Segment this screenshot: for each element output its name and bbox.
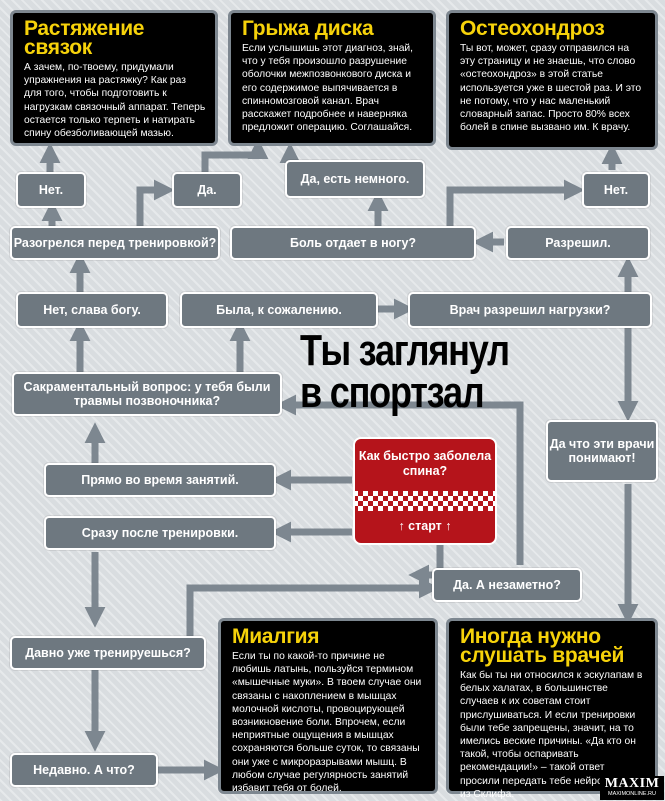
start-label: ↑ старт ↑ (398, 519, 452, 533)
arrow-warmed-to-yes (136, 179, 175, 228)
headline-line-2: в спортзал (300, 368, 485, 417)
info-box-title: Грыжа диска (242, 17, 374, 40)
arrow-unnoticed-to-injury (275, 394, 524, 565)
arrow-leg-to-osteo (446, 179, 585, 228)
node-was-unfortunately: Была, к сожалению. (180, 292, 378, 328)
info-box-text: Ты вот, может, сразу отправился на эту с… (460, 43, 642, 134)
info-box-title: Иногда нужно слушать врачей (460, 625, 625, 667)
info-box-osteochondrosis: Остеохондроз Ты вот, может, сразу отправ… (446, 10, 658, 150)
info-box-sprains: Растяжение связок А зачем, по-твоему, пр… (10, 10, 218, 146)
node-leg-pain: Боль отдает в ногу? (230, 226, 476, 260)
logo-site: MAXIMONLINE.RU (608, 791, 656, 797)
node-after-workout: Сразу после тренировки. (44, 516, 276, 550)
headline: Ты заглянул в спортзал (300, 326, 510, 417)
node-doctors-understand: Да что эти врачи понимают! (546, 420, 658, 482)
node-unnoticed: Да. А незаметно? (432, 568, 582, 602)
node-no-thank-god: Нет, слава богу. (16, 292, 168, 328)
node-injury-question: Сакраментальный вопрос: у тебя были трав… (12, 372, 282, 416)
node-allowed: Разрешил. (506, 226, 650, 260)
headline-line-1: Ты заглянул (300, 326, 510, 375)
node-long-training: Давно уже тренируешься? (10, 636, 206, 670)
checkered-flag-stripe (355, 491, 495, 511)
maxim-logo: MAXIM MAXIMONLINE.RU (600, 776, 664, 800)
node-during-workout: Прямо во время занятий. (44, 463, 276, 497)
node-warmed-up: Разогрелся перед тренировкой? (10, 226, 220, 260)
node-yes-left: Да. (172, 172, 242, 208)
arrow-long-to-unnoticed (186, 577, 440, 652)
node-doctor-allowed: Врач разрешил нагрузки? (408, 292, 652, 328)
info-box-text: Если ты по какой-то причине не любишь ла… (232, 651, 422, 795)
info-box-text: Если услышишь этот диагноз, знай, что у … (242, 43, 414, 134)
info-box-myalgia: Миалгия Если ты по какой-то причине не л… (218, 618, 438, 794)
info-box-title: Остеохондроз (460, 17, 605, 40)
info-box-title: Миалгия (232, 625, 320, 648)
node-yes-some: Да, есть немного. (285, 160, 425, 198)
start-question: Как быстро заболела спина? (358, 449, 492, 478)
node-no-right: Нет. (582, 172, 650, 208)
info-box-hernia: Грыжа диска Если услышишь этот диагноз, … (228, 10, 436, 146)
arrow-yes-to-hernia (201, 138, 269, 172)
node-recently: Недавно. А что? (10, 753, 158, 787)
info-box-title: Растяжение связок (24, 17, 145, 59)
node-no-left: Нет. (16, 172, 86, 208)
info-box-text: Как бы ты ни относился к эскулапам в бел… (460, 670, 643, 800)
info-box-listen-doctors: Иногда нужно слушать врачей Как бы ты ни… (446, 618, 658, 800)
start-box: Как быстро заболела спина? ↑ старт ↑ (353, 437, 497, 545)
logo-name: MAXIM (604, 776, 660, 791)
info-box-text: А зачем, по-твоему, придумали упражнения… (24, 62, 206, 140)
